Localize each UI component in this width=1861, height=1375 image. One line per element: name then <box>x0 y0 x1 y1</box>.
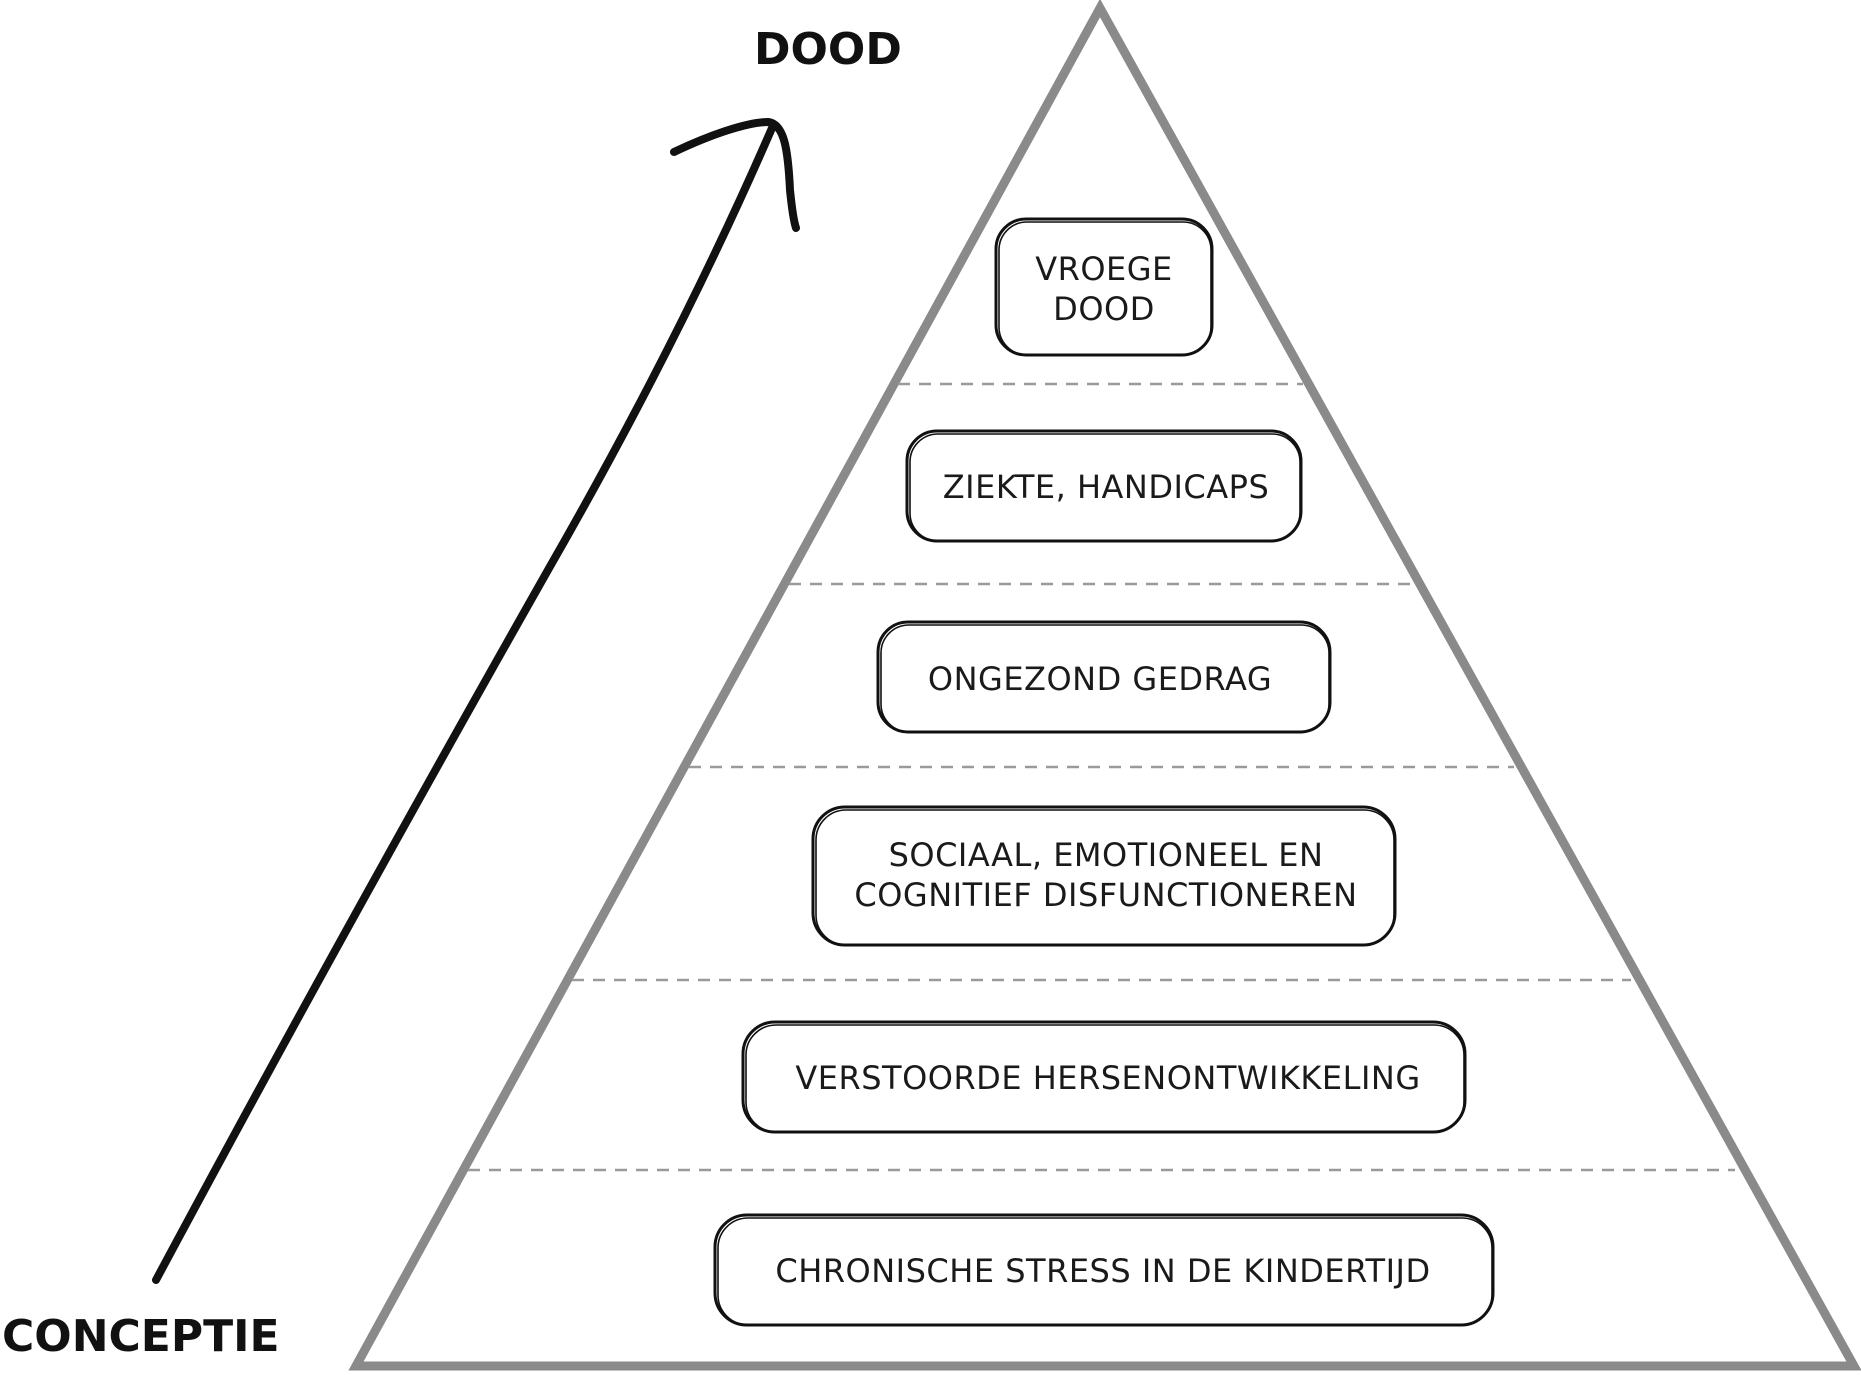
level-label-unhealthy-behaviour: ONGEZOND GEDRAG <box>928 660 1272 698</box>
level-box-disease: ZIEKTE, HANDICAPS <box>905 429 1303 543</box>
level-dividers <box>468 382 1735 1172</box>
level-box-childhood-stress: CHRONISCHE STRESS IN DE KINDERTIJD <box>713 1213 1495 1327</box>
level-label-dysfunction-line2: COGNITIEF DISFUNCTIONEREN <box>854 876 1357 914</box>
level-box-brain-development: VERSTOORDE HERSENONTWIKKELING <box>741 1020 1467 1134</box>
level-box-unhealthy-behaviour: ONGEZOND GEDRAG <box>876 620 1332 734</box>
level-label-dysfunction-line1: SOCIAAL, EMOTIONEEL EN <box>889 836 1324 874</box>
bottom-label-conception: CONCEPTIE <box>2 1311 280 1362</box>
level-label-brain-development: VERSTOORDE HERSENONTWIKKELING <box>795 1059 1420 1097</box>
level-box-dysfunction: SOCIAAL, EMOTIONEEL EN COGNITIEF DISFUNC… <box>811 805 1397 947</box>
level-box-early-death: VROEGE DOOD <box>994 217 1214 357</box>
level-label-childhood-stress: CHRONISCHE STRESS IN DE KINDERTIJD <box>775 1252 1430 1290</box>
level-label-disease: ZIEKTE, HANDICAPS <box>943 468 1270 506</box>
top-label-death: DOOD <box>754 24 902 75</box>
level-label-early-death-line2: DOOD <box>1053 290 1155 328</box>
arrow-up-right-icon <box>152 118 800 1284</box>
level-label-early-death-line1: VROEGE <box>1035 250 1173 288</box>
